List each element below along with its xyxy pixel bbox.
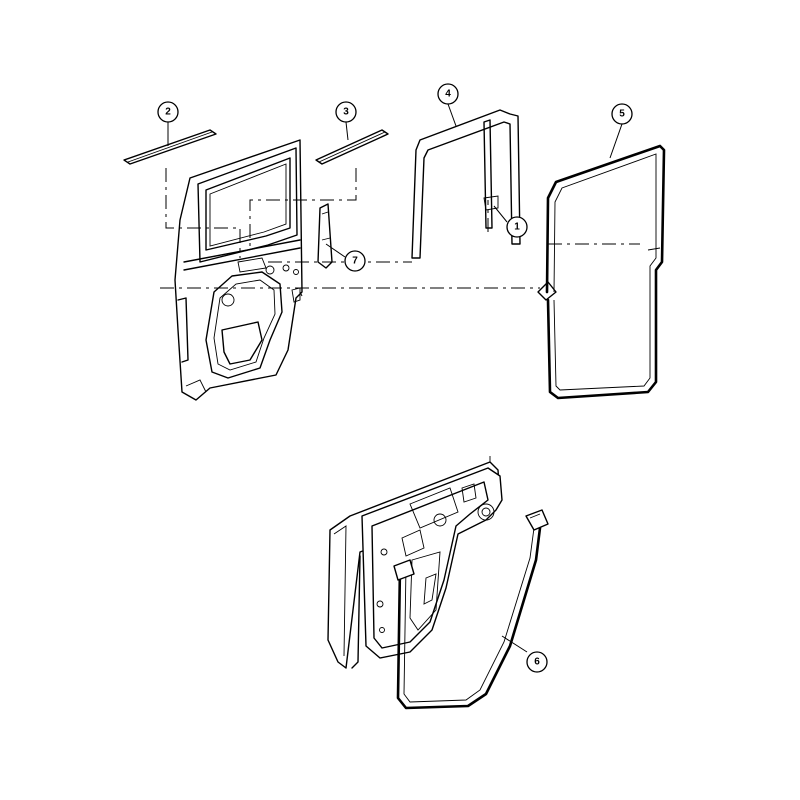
rear-door-shell bbox=[174, 139, 303, 401]
weatherstrip-clip-bracket bbox=[317, 203, 333, 269]
door-weatherstrip-seal bbox=[537, 144, 666, 400]
callout-7: 7 bbox=[344, 250, 366, 272]
callout-5: 5 bbox=[611, 103, 633, 125]
svg-text:3: 3 bbox=[343, 107, 349, 118]
alignment-lines-top bbox=[160, 168, 640, 297]
rear-door-inner-assembly bbox=[327, 456, 549, 710]
svg-text:2: 2 bbox=[165, 107, 171, 118]
belt-weatherstrip-inner bbox=[315, 129, 389, 165]
svg-text:6: 6 bbox=[534, 657, 540, 668]
svg-text:7: 7 bbox=[352, 256, 358, 267]
callout-2: 2 bbox=[157, 101, 179, 123]
leader-lines bbox=[167, 103, 623, 653]
callout-1: 1 bbox=[506, 216, 528, 238]
callout-3: 3 bbox=[335, 101, 357, 123]
callout-4: 4 bbox=[437, 83, 459, 105]
svg-text:4: 4 bbox=[445, 89, 451, 100]
svg-text:1: 1 bbox=[514, 222, 520, 233]
svg-text:5: 5 bbox=[619, 109, 625, 120]
callout-6: 6 bbox=[526, 651, 548, 673]
belt-weatherstrip-outer bbox=[123, 129, 217, 165]
glass-run-channel bbox=[411, 109, 521, 259]
